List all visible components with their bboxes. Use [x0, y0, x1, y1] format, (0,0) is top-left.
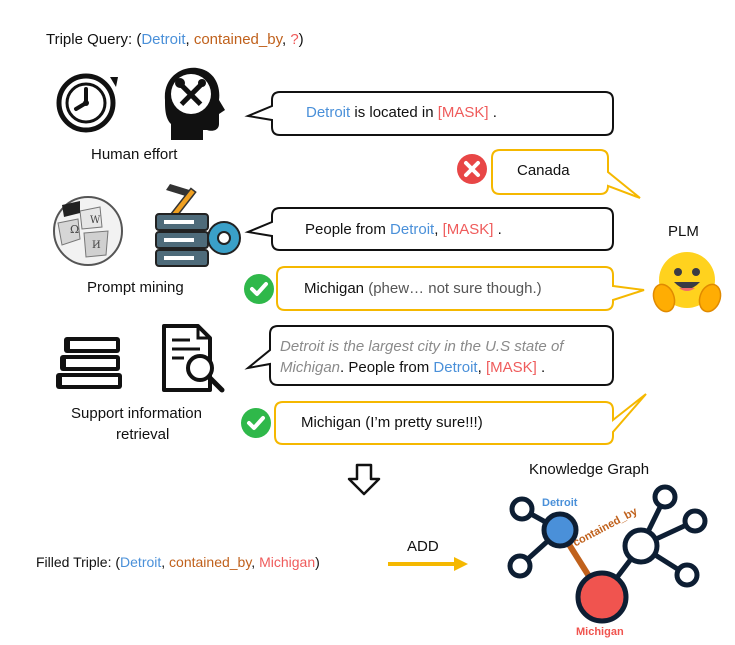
filled-triple-label: Filled Triple: [36, 554, 116, 570]
answer-3-text: Michigan (I’m pretty sure!!!) [301, 414, 483, 431]
svg-text:Ω: Ω [70, 223, 79, 236]
svg-text:W: W [90, 215, 101, 226]
kg-node-detroit [541, 511, 579, 549]
kg-node [652, 484, 678, 510]
add-label: ADD [407, 538, 439, 555]
clock-icon [56, 73, 118, 133]
document-search-icon [162, 324, 225, 393]
prompt-3-context-line-1: Detroit is the largest city in the U.S s… [280, 338, 564, 355]
support-retrieval-label-1: Support information [71, 405, 202, 422]
hugging-face-icon [652, 252, 722, 313]
svg-text:И: И [92, 240, 101, 251]
check-icon [241, 408, 271, 438]
prompt-3-line-2: Michigan. People from Detroit, [MASK] . [280, 359, 546, 376]
answer-1-text: Canada [517, 162, 570, 179]
kg-label-michigan: Michigan [576, 626, 624, 638]
triple-query-label: Triple Query: [46, 31, 137, 48]
triple-query: Triple Query: (Detroit, contained_by, ?) [46, 31, 304, 48]
query-relation: contained_by [193, 31, 282, 48]
support-retrieval-label-2: retrieval [116, 426, 170, 443]
kg-node [507, 553, 533, 579]
kg-node [509, 496, 535, 522]
answer-2-text: Michigan (phew… not sure though.) [304, 280, 542, 297]
wikipedia-globe-icon: Ω W И [53, 196, 123, 266]
query-object: ? [290, 31, 299, 48]
down-arrow-icon [347, 463, 381, 496]
add-arrow-icon [388, 557, 468, 571]
prompt-2-text: People from Detroit, [MASK] . [305, 221, 502, 238]
prompt-1-text: Detroit is located in [MASK] . [306, 104, 497, 121]
filled-triple: Filled Triple: (Detroit, contained_by, M… [36, 554, 320, 570]
kg-node-michigan [575, 570, 629, 624]
kg-node [622, 527, 660, 565]
prompt-mining-label: Prompt mining [87, 279, 184, 296]
check-icon [244, 274, 274, 304]
cross-icon [457, 154, 487, 184]
head-tools-icon [164, 67, 225, 140]
human-effort-label: Human effort [91, 146, 178, 163]
query-subject: Detroit [141, 31, 186, 48]
books-icon [56, 337, 122, 389]
plm-label: PLM [668, 223, 699, 240]
kg-node [682, 508, 708, 534]
kg-label-detroit: Detroit [542, 497, 578, 509]
knowledge-graph-title: Knowledge Graph [529, 461, 650, 478]
database-pickaxe-icon [155, 184, 241, 267]
kg-node [674, 562, 700, 588]
